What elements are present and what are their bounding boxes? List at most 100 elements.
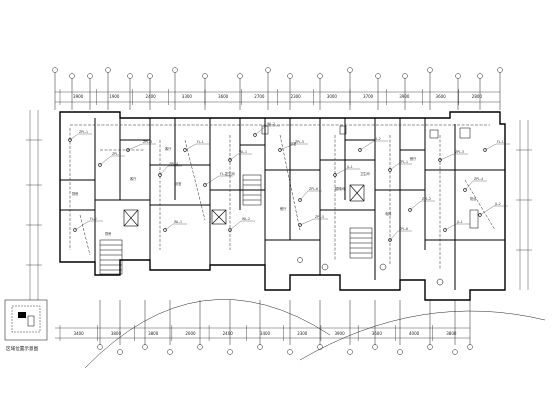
axis-marker-top <box>172 67 178 110</box>
dimension-label: 3800 <box>446 331 457 336</box>
stair-core-2 <box>242 174 262 206</box>
dimension-label: 3800 <box>111 331 122 336</box>
dimension-label: 2300 <box>291 94 302 99</box>
dimension-label: 3600 <box>436 94 447 99</box>
axis-marker-top <box>402 73 408 110</box>
pipe-label: FL-1 <box>497 140 504 144</box>
axis-marker-bottom <box>142 300 148 350</box>
room-label: 餐厅 <box>410 156 417 161</box>
site-curves <box>84 299 546 369</box>
dimension-label: 3000 <box>327 94 338 99</box>
pipe-riser <box>203 183 207 187</box>
pipe-riser <box>68 138 72 142</box>
axis-marker-bottom <box>97 300 103 350</box>
pipe-label: JL-2 <box>494 202 501 206</box>
pipe-label-layer: ZPL-1ZPL-2ZPL-3ZPL-4FL-1FL-2WL-1WL-2ZPL-… <box>79 122 504 231</box>
pipe-riser <box>388 238 392 242</box>
room-label: 厨房 <box>72 191 78 196</box>
dimension-label: 3300 <box>182 94 193 99</box>
axis-marker-top <box>455 73 461 110</box>
dimension-label: 3900 <box>73 94 84 99</box>
room-label: 电梯 <box>385 211 392 216</box>
pipe-riser <box>253 133 257 137</box>
room-label: 楼梯间 <box>335 186 345 191</box>
dimension-label: 3300 <box>297 331 308 336</box>
stair-core-3 <box>349 227 373 259</box>
pipe-riser <box>228 158 232 162</box>
axis-marker-bottom <box>427 300 433 350</box>
axis-marker-top <box>69 73 75 110</box>
pipe-label: WL-2 <box>267 122 275 126</box>
room-label: 卧室 <box>175 181 181 186</box>
dimension-label: 4000 <box>409 331 420 336</box>
room-label: 客厅 <box>165 146 172 151</box>
pipe-riser <box>438 158 442 162</box>
axis-marker-top <box>87 73 93 110</box>
dimension-label: 2400 <box>223 331 234 336</box>
axis-marker-bottom <box>117 300 123 355</box>
pipe-riser <box>358 148 362 152</box>
axis-marker-bottom <box>372 300 378 350</box>
pipe-label: JL-1 <box>456 220 463 224</box>
axis-marker-bottom <box>197 300 203 350</box>
room-label: 卧室 <box>290 141 296 146</box>
axis-marker-top <box>105 67 111 110</box>
room-label: 卫生间 <box>360 171 370 176</box>
room-label: 餐厅 <box>280 206 287 211</box>
room-label: 厨房 <box>105 231 111 236</box>
pipe-label: ZPL-5 <box>295 140 304 144</box>
axis-marker-top <box>147 73 153 110</box>
pipe-label: ZPL-6 <box>309 187 318 191</box>
dimension-label: 3400 <box>74 331 85 336</box>
pipe-riser <box>228 228 232 232</box>
pipe-riser <box>73 228 77 232</box>
pipe-riser <box>298 198 302 202</box>
pipe-riser <box>158 173 162 177</box>
pipe-label: ZPL-4 <box>169 162 178 166</box>
pipe-label: ZPL-3 <box>143 140 152 144</box>
pipe-riser <box>183 148 187 152</box>
dimension-label: 3700 <box>363 94 374 99</box>
axis-marker-bottom <box>227 300 233 355</box>
dimension-label: 2700 <box>254 94 265 99</box>
pipe-riser <box>408 208 412 212</box>
pipe-riser <box>163 228 167 232</box>
axis-marker-top <box>237 73 243 110</box>
pipe-riser <box>463 188 467 192</box>
pipe-riser <box>483 148 487 152</box>
dimension-label: 3600 <box>372 331 383 336</box>
axis-marker-top <box>52 67 58 110</box>
axis-marker-bottom <box>347 300 353 355</box>
pipe-label: ZPL-6 <box>399 227 408 231</box>
dimension-label: 3600 <box>218 94 229 99</box>
pipe-label: JL-2 <box>374 137 381 141</box>
dimension-label: 3900 <box>399 94 410 99</box>
axis-marker-top <box>477 73 483 110</box>
room-label: 阳台 <box>470 196 476 201</box>
pipe-riser <box>443 228 447 232</box>
pipe-riser <box>478 213 482 217</box>
pipe-label: ZPL-2 <box>422 197 431 201</box>
dimension-label: 2000 <box>185 331 196 336</box>
pipe-label: ZPL-4 <box>474 177 483 181</box>
pipe-riser-symbols <box>68 133 487 242</box>
axis-marker-top <box>287 73 293 110</box>
pipe-riser <box>388 168 392 172</box>
axis-marker-bottom <box>317 300 323 350</box>
pipe-riser <box>278 148 282 152</box>
pipe-label: ZPL-2 <box>112 152 121 156</box>
pipe-label: FL-1 <box>197 140 204 144</box>
dimension-label: 3900 <box>334 331 345 336</box>
plumbing-fixtures <box>261 125 479 286</box>
pipe-runs <box>69 124 496 270</box>
axis-marker-top <box>317 73 323 110</box>
key-plan-caption: 区域位置示意图 <box>6 345 39 352</box>
axis-marker-bottom <box>167 300 173 355</box>
pipe-riser <box>333 173 337 177</box>
pipe-label: ZPL-5 <box>315 215 324 219</box>
interior-walls <box>60 118 505 290</box>
